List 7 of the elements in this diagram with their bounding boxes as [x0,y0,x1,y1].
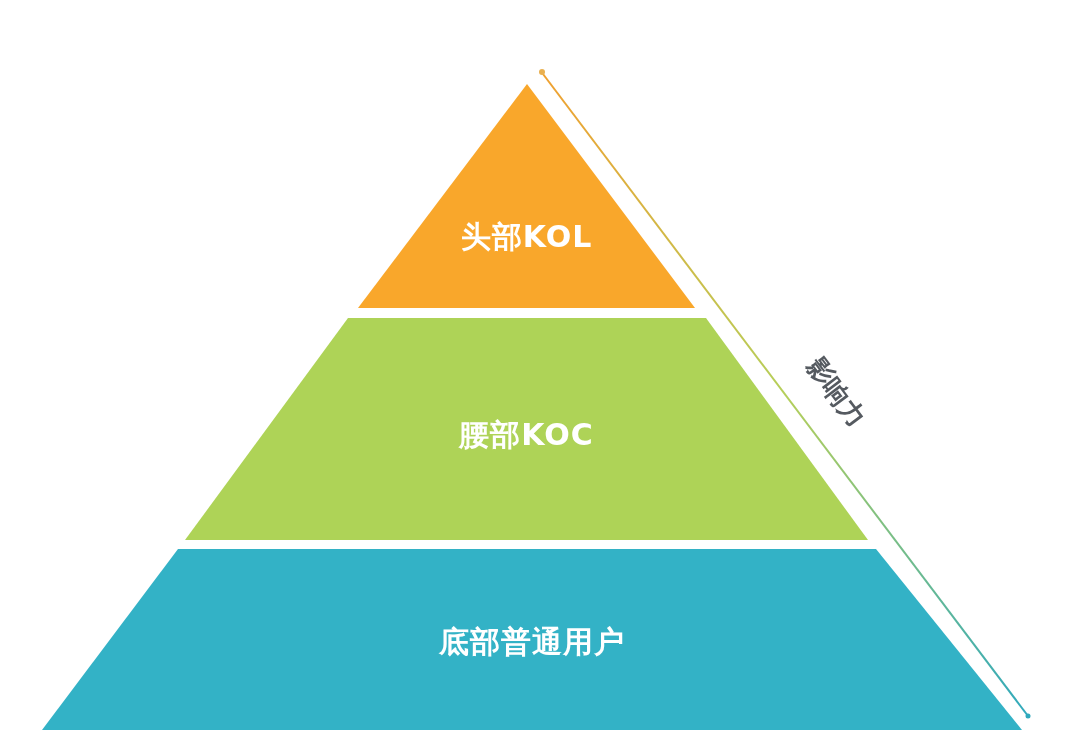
pyramid-tier [185,318,868,540]
pyramid-tier [358,84,695,308]
tier-label: 底部普通用户 [439,624,625,660]
pyramid-tier [42,549,1022,730]
tier-label: 腰部KOC [459,417,594,453]
tier-label: 头部KOL [460,219,593,255]
axis-label: 影响力 [801,352,871,432]
